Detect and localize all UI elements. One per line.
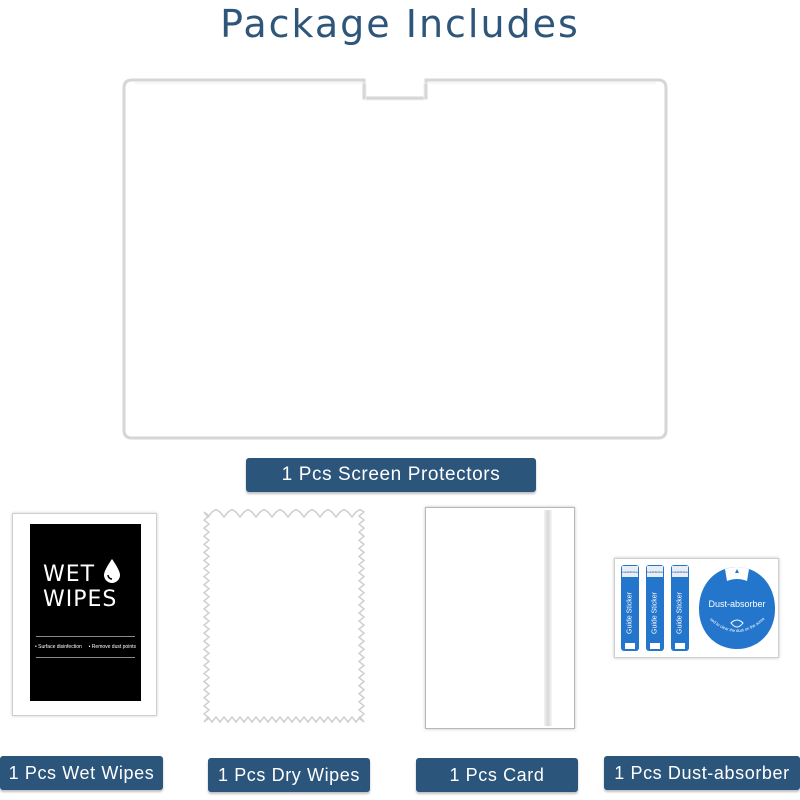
wet-wipes-title-line2: WIPES: [43, 587, 118, 612]
guide-sticker-3-end: [675, 643, 685, 649]
water-drop-icon: [104, 559, 120, 583]
screen-protectors-label: 1 Pcs Screen Protectors: [246, 458, 536, 492]
wet-wipes-note-left: • Surface disinfection: [35, 644, 82, 650]
guide-sticker-1-tab: GuideSticker: [621, 566, 639, 577]
applicator-card: [425, 507, 575, 729]
screen-protector-illustration: [122, 78, 668, 440]
wet-wipes-title-line1: WET: [43, 562, 96, 587]
card-label: 1 Pcs Card: [416, 758, 578, 792]
dust-absorber-sheet: GuideSticker Guide Sticker GuideSticker …: [614, 558, 779, 658]
hand-wipe-icon: [730, 619, 744, 628]
dry-wipes-label: 1 Pcs Dry Wipes: [208, 758, 370, 792]
wet-wipes-label: 1 Pcs Wet Wipes: [0, 756, 163, 790]
wet-wipes-pack-front: WET WIPES • Surface disinfection • Remov…: [30, 524, 141, 701]
wet-wipes-pack: WET WIPES • Surface disinfection • Remov…: [12, 513, 157, 716]
wet-wipes-divider-bottom: [36, 657, 135, 658]
wet-wipes-note-right: • Remove dust points: [88, 644, 136, 650]
wet-wipes-pack-title: WET WIPES: [43, 562, 117, 612]
guide-sticker-1: GuideSticker Guide Sticker: [621, 565, 639, 651]
dry-wipes-cloth: [202, 508, 366, 724]
guide-sticker-1-end: [625, 643, 635, 649]
guide-sticker-3: GuideSticker Guide Sticker: [671, 565, 689, 651]
wet-wipes-notes: • Surface disinfection • Remove dust poi…: [35, 644, 136, 650]
guide-sticker-1-text: Guide Sticker: [626, 591, 634, 635]
guide-sticker-3-text: Guide Sticker: [676, 591, 684, 635]
guide-sticker-2-text: Guide Sticker: [651, 591, 659, 635]
page-title: Package Includes: [220, 2, 580, 46]
guide-sticker-2-tab: GuideSticker: [646, 566, 664, 577]
dust-absorber-title: Dust-absorber: [708, 599, 765, 609]
arrow-up-icon: [735, 569, 739, 573]
wet-wipes-divider-top: [36, 636, 135, 637]
guide-sticker-2: GuideSticker Guide Sticker: [646, 565, 664, 651]
guide-sticker-3-tab: GuideSticker: [671, 566, 689, 577]
guide-sticker-2-end: [650, 643, 660, 649]
dust-absorber-label: 1 Pcs Dust-absorber: [604, 756, 800, 790]
dust-absorber-sticker: Dust-absorber Used to clear the dust on …: [695, 563, 775, 649]
card-fold-line: [544, 510, 552, 726]
